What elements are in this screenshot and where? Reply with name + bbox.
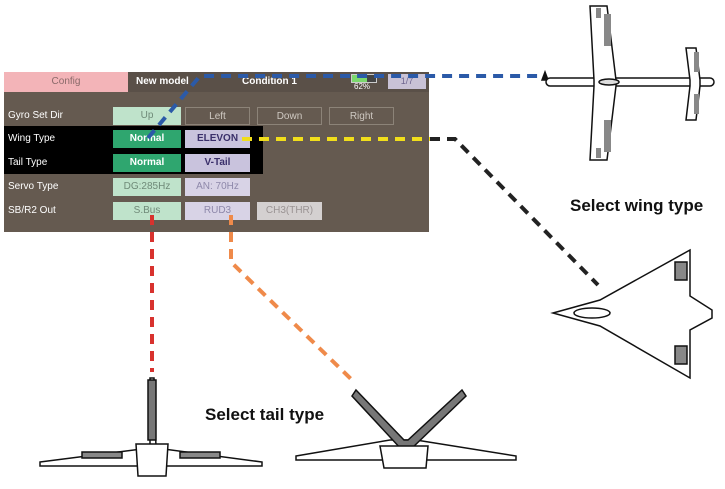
row-label-sb-r2-out: SB/R2 Out [8,205,56,216]
servo-type-dg-button[interactable]: DG:285Hz [113,178,181,196]
v-tail-icon [295,388,517,469]
blue-dashed-line [146,74,540,140]
condition-label: Condition 1 [242,76,297,87]
wing-type-normal-button[interactable]: Normal [113,130,181,148]
delta-wing-airplane-icon [550,248,713,380]
conventional-tail-icon [39,377,263,477]
sb-out-rud3-button[interactable]: RUD3 [185,202,250,220]
model-name: New model [136,76,189,87]
gyro-right-button[interactable]: Right [329,107,394,125]
row-label-gyro-set-dir: Gyro Set Dir [8,110,64,121]
servo-type-an-button[interactable]: AN: 70Hz [185,178,250,196]
sb-out-sbus-button[interactable]: S.Bus [113,202,181,220]
black-dashed-line [430,137,600,287]
wing-type-caption: Select wing type [570,196,704,215]
orange-dashed-line [229,215,354,382]
row-label-servo-type: Servo Type [8,181,59,192]
row-label-tail-type: Tail Type [8,157,48,168]
row-label-wing-type: Wing Type [8,133,56,144]
sb-out-ch3-button[interactable]: CH3(THR) [257,202,322,220]
gyro-left-button[interactable]: Left [185,107,250,125]
wing-type-elevon-button[interactable]: ELEVON [185,130,250,148]
tail-type-caption: Select tail type [205,405,325,424]
gyro-down-button[interactable]: Down [257,107,322,125]
config-screen: Config New model Condition 1 62% 1/7 Gyr… [4,72,429,232]
config-tab[interactable]: Config [4,72,128,92]
tail-type-vtail-button[interactable]: V-Tail [185,154,250,172]
tail-type-normal-button[interactable]: Normal [113,154,181,172]
battery-percent: 62% [354,82,371,91]
conventional-airplane-icon [540,5,715,161]
